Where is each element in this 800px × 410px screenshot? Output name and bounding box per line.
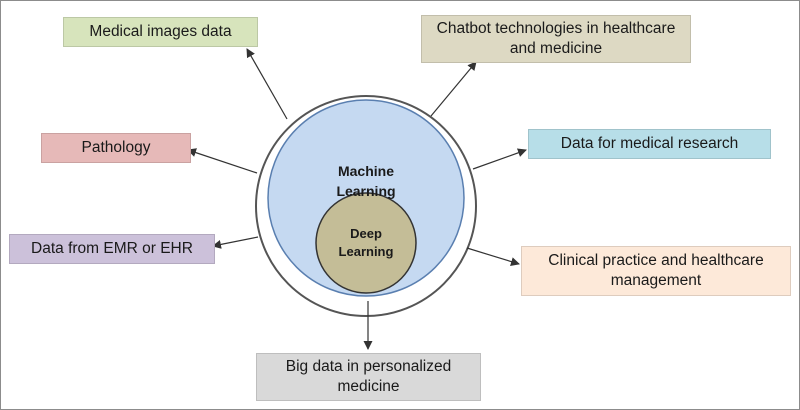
deep-learning-line-2: Learning [338,244,394,259]
bigdata-label-line-1: Big data in personalized [285,358,452,375]
chatbot-label-line-2: and medicine [509,40,603,57]
emr-ehr-label: Data from EMR or EHR [31,240,193,257]
machine-learning-label: Machine Learning [301,161,431,201]
clinical-label-line-2: management [610,272,702,289]
arrow-to-emr [212,236,259,249]
machine-learning-line-1: Machine [337,163,394,179]
arrow-to-medical-images [246,48,288,120]
machine-learning-line-2: Learning [336,183,396,199]
chatbot-label-line-1: Chatbot technologies in healthcare [436,20,676,37]
deep-learning-label: Deep Learning [316,225,416,261]
medical-images-data-label: Medical images data [89,23,232,40]
arrow-to-pathology [187,148,258,174]
medical-research-data-box: Data for medical research [528,129,771,159]
bigdata-label-line-2: medicine [337,378,400,395]
arrow-to-medical-research [472,148,527,170]
big-data-personalized-medicine-box: Big data in personalized medicine [256,353,481,401]
deep-learning-line-1: Deep [350,226,382,241]
arrow-to-clinical [466,247,520,266]
arrow-to-chatbot [430,61,477,117]
emr-ehr-data-box: Data from EMR or EHR [9,234,215,264]
clinical-practice-box: Clinical practice and healthcare managem… [521,246,791,296]
medical-images-data-box: Medical images data [63,17,258,47]
pathology-label: Pathology [81,139,151,156]
medical-research-label: Data for medical research [560,135,739,152]
deep-learning-circle [315,192,417,294]
chatbot-technologies-box: Chatbot technologies in healthcare and m… [421,15,691,63]
clinical-label-line-1: Clinical practice and healthcare [548,252,764,269]
pathology-box: Pathology [41,133,191,163]
